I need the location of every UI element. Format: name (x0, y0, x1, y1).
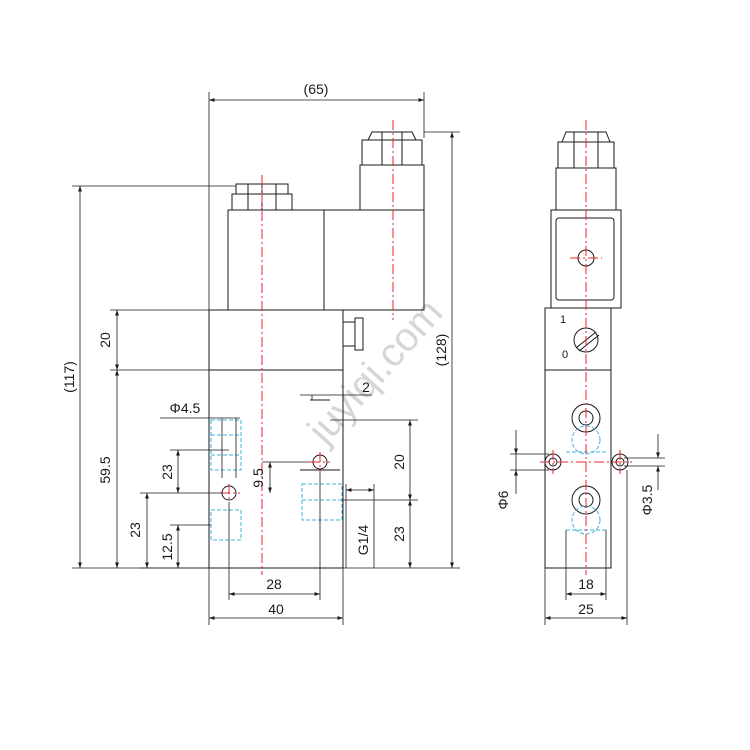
watermark: juyiqi.com (299, 290, 451, 452)
dim-port-offset: 2 (362, 379, 370, 395)
dim-port-spacing-right: 20 (391, 454, 407, 470)
switch-label-on: 1 (560, 314, 566, 326)
dim-body-width: 40 (268, 601, 284, 617)
coil-connector (323, 209, 425, 311)
side-dimension-lines (510, 430, 665, 625)
front-dimension-texts: (65) (117) 20 59.5 (128) 23 23 12.5 Φ4.5… (61, 81, 449, 617)
dim-bottom-offset: 12.5 (159, 533, 175, 560)
dim-height-overall: (128) (433, 334, 449, 367)
front-dimension-lines (72, 92, 460, 625)
dim-port-bottom-right: 23 (391, 526, 407, 542)
dim-hole-pitch: 28 (266, 576, 282, 592)
front-centerlines (220, 120, 394, 575)
dim-mount-hole-dia: Φ3.5 (639, 484, 655, 515)
dim-port-spacing-left: 23 (159, 464, 175, 480)
dim-width-overall: (65) (304, 81, 329, 97)
dim-thread: G1/4 (355, 525, 371, 556)
side-pilot-block (544, 307, 612, 371)
pilot-block (208, 309, 344, 371)
side-texts: 1 0 Φ6 Φ3.5 18 25 (495, 314, 655, 617)
dim-body-height: 59.5 (97, 456, 113, 483)
dim-height-total: (117) (61, 361, 77, 393)
side-body (544, 369, 612, 569)
solenoid-coil (227, 209, 325, 311)
side-centerlines (540, 120, 632, 575)
dim-hole-offset: 9.5 (250, 468, 266, 488)
dim-port-dia: Φ6 (495, 490, 511, 509)
switch-label-off: 0 (562, 349, 568, 361)
manual-override-knob (342, 321, 356, 347)
dim-side-hole-pitch: 18 (578, 576, 594, 592)
dim-hole-dia: Φ4.5 (170, 400, 201, 416)
connector-top (359, 164, 425, 211)
dim-side-body-width: 25 (578, 601, 594, 617)
dim-pilot-height: 20 (97, 332, 113, 348)
dim-port-bottom-left: 23 (127, 522, 143, 538)
